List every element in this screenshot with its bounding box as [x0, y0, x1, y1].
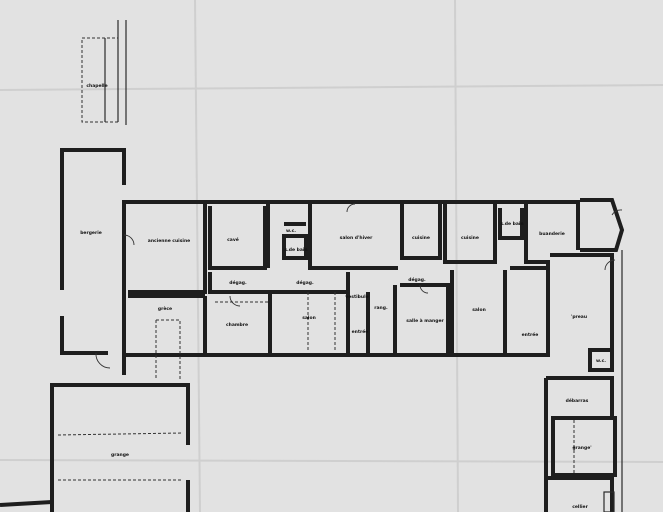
- label-wc-preau: w.c.: [596, 359, 606, 364]
- bergerie-walls: [60, 148, 126, 375]
- label-cuisine-small: cuisine: [412, 235, 430, 241]
- label-entree-right: entrée: [522, 331, 539, 338]
- label-grece: grèce: [158, 305, 172, 312]
- chapelle-outline: [81, 20, 127, 125]
- label-salon-left: salon: [302, 315, 316, 321]
- label-grange-left: grange: [111, 452, 129, 458]
- label-salon-hiver: salon d'hiver: [340, 235, 373, 241]
- label-sdb-left: s.de bain: [284, 247, 307, 253]
- label-chambre: chambre: [226, 322, 248, 328]
- label-rang: rang.: [374, 305, 388, 311]
- label-chapelle: chapelle: [86, 83, 107, 89]
- preau-walls: [544, 198, 625, 512]
- label-degag-left: dégag.: [229, 279, 247, 286]
- label-cave: cavé: [227, 236, 239, 243]
- grange-walls: [0, 383, 190, 512]
- label-ancienne-cuisine: ancienne cuisine: [148, 238, 190, 244]
- label-cuisine: cuisine: [461, 235, 479, 241]
- label-debarras: débarras: [566, 397, 589, 404]
- label-salon-right: salon: [472, 307, 486, 313]
- door-swings: [95, 203, 623, 369]
- label-entree-left: entrée: [352, 328, 369, 335]
- label-vestibule: vestibule: [345, 294, 368, 300]
- label-wc-top: w.c.: [286, 229, 296, 234]
- label-buanderie: buanderie: [539, 231, 565, 237]
- label-sdb-right: s.de bain: [500, 221, 523, 227]
- label-salle-a-manger: salle à manger: [406, 317, 444, 324]
- label-preau: 'preau: [571, 314, 587, 320]
- label-bergerie: bergerie: [80, 230, 102, 236]
- label-degag-right: dégag.: [408, 276, 426, 283]
- room-labels: chapelle bergerie ancienne cuisine cavé …: [80, 83, 606, 510]
- main-building-walls: [124, 200, 580, 380]
- label-cellier: cellier: [572, 504, 588, 510]
- label-degag-mid: dégag.: [296, 279, 314, 286]
- label-grange-right: grange': [572, 445, 591, 451]
